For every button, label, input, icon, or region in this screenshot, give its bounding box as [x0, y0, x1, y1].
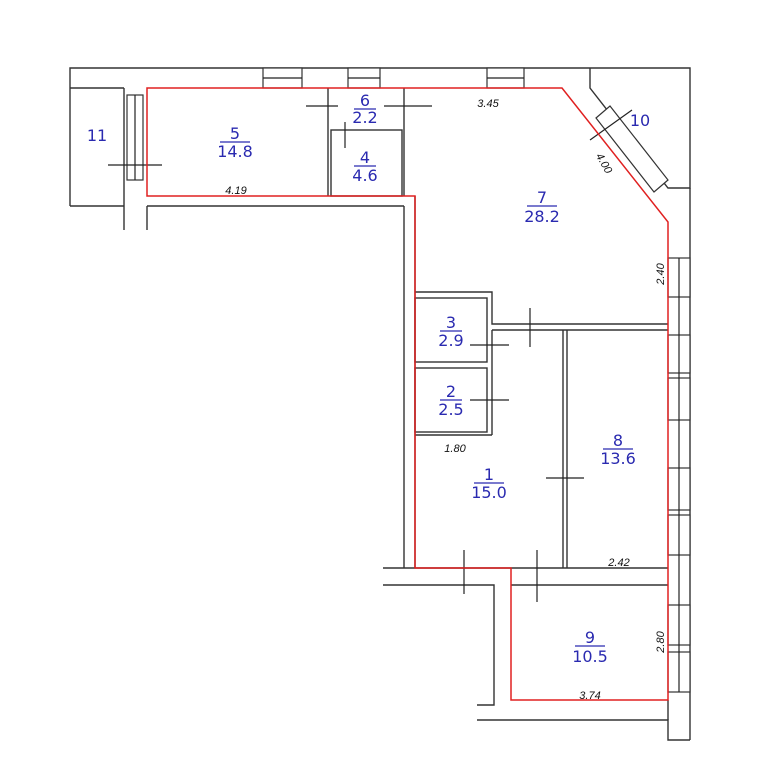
room-area: 4.6: [352, 166, 377, 185]
room-number: 1: [484, 465, 494, 484]
room-9: 9 10.5: [572, 628, 608, 666]
dimension-label: 3.74: [579, 690, 600, 702]
room-10-number: 10: [630, 111, 650, 130]
dimension-label: 2.80: [655, 630, 667, 653]
room-area: 28.2: [524, 207, 560, 226]
room-6: 6 2.2: [352, 91, 377, 127]
room-area: 2.9: [438, 331, 463, 350]
dimension-label: 4.00: [593, 151, 615, 176]
room-11-number: 11: [87, 126, 107, 145]
room-number: 4: [360, 148, 370, 167]
room-7: 7 28.2: [524, 188, 560, 226]
room-number: 7: [537, 188, 547, 207]
walls: [69, 67, 691, 741]
door-marks: [108, 105, 633, 602]
room-number: 5: [230, 124, 240, 143]
room-4: 4 4.6: [352, 148, 377, 185]
apartment-outline: [146, 87, 669, 701]
room-area: 10.5: [572, 647, 608, 666]
room-number: 9: [585, 628, 595, 647]
room-3: 3 2.9: [438, 313, 463, 350]
room-number: 8: [613, 431, 623, 450]
room-area: 2.5: [438, 400, 463, 419]
room-8: 8 13.6: [600, 431, 636, 468]
windows: [126, 67, 691, 693]
room-5: 5 14.8: [217, 124, 253, 161]
room-area: 15.0: [471, 483, 507, 502]
dimension-label: 2.42: [607, 557, 629, 569]
dimension-label: 4.19: [225, 185, 246, 197]
room-area: 2.2: [352, 108, 377, 127]
room-number: 6: [360, 91, 370, 110]
room-number: 3: [446, 313, 456, 332]
dimension-label: 3.45: [477, 98, 499, 110]
room-area: 13.6: [600, 449, 636, 468]
room-area: 14.8: [217, 142, 253, 161]
room-1: 1 15.0: [471, 465, 507, 502]
dimension-label: 1.80: [444, 443, 466, 455]
room-number: 2: [446, 382, 456, 401]
room-2: 2 2.5: [438, 382, 463, 419]
dimension-label: 2.40: [655, 262, 667, 285]
